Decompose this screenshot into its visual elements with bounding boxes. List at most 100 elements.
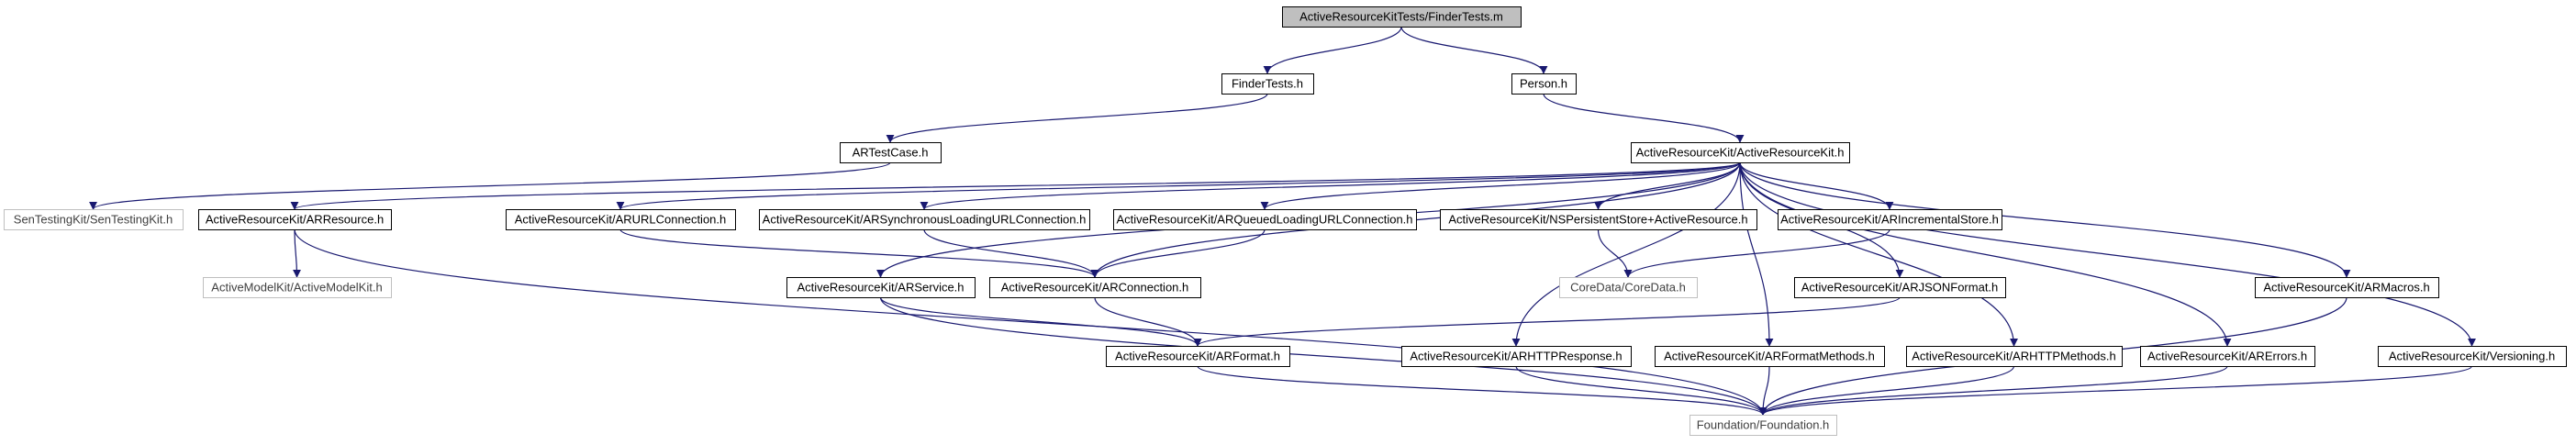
edge-activeresourcekit-to-arerrors [1739,161,2232,347]
node-box [1282,6,1522,28]
node-box [2255,277,2439,298]
node-label: ActiveResourceKit/ARService.h [797,281,964,295]
node-box [1631,142,1850,163]
node-activeresourcekit-armacros-h[interactable]: ActiveResourceKit/ARMacros.h [2255,277,2439,298]
node-label: CoreData/CoreData.h [1570,281,1686,295]
edge-activeresourcekit-to-armacros [1739,161,2351,278]
edge-arservice-to-arformat [879,296,1202,347]
node-box [1689,415,1837,436]
node-label: ActiveResourceKitTests/FinderTests.m [1299,10,1503,24]
node-activeresourcekittests-findertests-m[interactable]: ActiveResourceKitTests/FinderTests.m [1282,6,1522,28]
node-label: ActiveResourceKit/ARSynchronousLoadingUR… [763,213,1087,227]
node-box [1401,346,1632,367]
node-label: ActiveModelKit/ActiveModelKit.h [211,281,382,295]
node-activeresourcekit-activeresourcekit-h[interactable]: ActiveResourceKit/ActiveResourceKit.h [1631,142,1850,163]
node-findertests-h[interactable]: FinderTests.h [1221,73,1314,95]
node-box [1106,346,1290,367]
node-box [506,209,736,230]
edge-artestcase-to-sentestingkit [89,161,891,210]
node-activeresourcekit-arformat-h[interactable]: ActiveResourceKit/ARFormat.h [1106,346,1290,367]
node-activeresourcekit-arurlconnection-h[interactable]: ActiveResourceKit/ARURLConnection.h [506,209,736,230]
node-label: ActiveResourceKit/ActiveResourceKit.h [1636,146,1845,160]
node-box [1655,346,1885,367]
node-label: ActiveResourceKit/NSPersistentStore+Acti… [1448,213,1747,227]
node-activeresourcekit-arjsonformat-h[interactable]: ActiveResourceKit/ARJSONFormat.h [1794,277,2006,298]
node-box [840,142,942,163]
edge-arsyncloading-to-arconnection [923,228,1099,278]
node-box [1113,209,1417,230]
edge-activeresourcekit-to-arurlconnection [616,161,1741,210]
node-label: ActiveResourceKit/ARHTTPMethods.h [1912,350,2116,363]
edge-arqueuedloading-to-arconnection [1090,228,1266,278]
node-activeresourcekit-nspersistentstore-activeresource-h[interactable]: ActiveResourceKit/NSPersistentStore+Acti… [1440,209,1757,230]
node-label: ActiveResourceKit/ARResource.h [206,213,384,227]
node-label: ActiveResourceKit/ARHTTPResponse.h [1410,350,1622,363]
node-label: ActiveResourceKit/ARJSONFormat.h [1801,281,1999,295]
edge-activeresourcekit-to-arqueuedloading [1260,161,1741,210]
node-label: ActiveResourceKit/ARMacros.h [2263,281,2429,295]
node-box [1906,346,2123,367]
node-activeresourcekit-arsynchronousloadingurlconnection-h[interactable]: ActiveResourceKit/ARSynchronousLoadingUR… [759,209,1090,230]
node-box [1440,209,1757,230]
node-label: Person.h [1520,77,1567,91]
node-label: ARTestCase.h [853,146,929,160]
node-label: ActiveResourceKit/ARFormatMethods.h [1664,350,1875,363]
node-person-h[interactable]: Person.h [1511,73,1577,95]
edge-arconnection-to-arformat [1094,296,1202,347]
node-box [203,277,392,298]
edge-versioning-to-foundation [1758,365,2473,416]
node-coredata-coredata-h: CoreData/CoreData.h [1559,277,1698,298]
node-label: ActiveResourceKit/ARURLConnection.h [515,213,727,227]
edges-layer [89,26,2476,416]
node-label: ActiveResourceKit/ARQueuedLoadingURLConn… [1116,213,1412,227]
edge-findertests-to-artestcase [886,93,1268,143]
edge-nspersistentstore-to-coredata [1597,228,1633,278]
node-activemodelkit-activemodelkit-h: ActiveModelKit/ActiveModelKit.h [203,277,392,298]
edge-activeresourcekit-to-arincrementalstore [1739,161,1894,210]
edge-arresource-to-foundation [294,228,1768,416]
edge-arhttpmethods-to-foundation [1758,365,2015,416]
edge-arformat-to-foundation [1197,365,1768,416]
node-activeresourcekit-arservice-h[interactable]: ActiveResourceKit/ARService.h [786,277,976,298]
node-artestcase-h[interactable]: ARTestCase.h [840,142,942,163]
node-activeresourcekit-arqueuedloadingurlconnection-h[interactable]: ActiveResourceKit/ARQueuedLoadingURLConn… [1113,209,1417,230]
node-box [989,277,1201,298]
node-box [198,209,392,230]
node-sentestingkit-sentestingkit-h: SenTestingKit/SenTestingKit.h [4,209,184,230]
edge-arjsonformat-to-arformat [1193,296,1901,347]
node-box [2378,346,2567,367]
node-label: ActiveResourceKit/Versioning.h [2389,350,2555,363]
node-foundation-foundation-h: Foundation/Foundation.h [1689,415,1837,436]
node-activeresourcekit-arerrors-h[interactable]: ActiveResourceKit/ARErrors.h [2140,346,2315,367]
edge-activeresourcekit-to-nspersistentstore [1594,161,1741,210]
node-activeresourcekit-arhttpresponse-h[interactable]: ActiveResourceKit/ARHTTPResponse.h [1401,346,1632,367]
node-label: ActiveResourceKit/ARFormat.h [1115,350,1280,363]
edge-activeresourcekit-to-arhttpresponse [1511,161,1741,347]
node-box [1221,73,1314,95]
node-activeresourcekit-arhttpmethods-h[interactable]: ActiveResourceKit/ARHTTPMethods.h [1906,346,2123,367]
node-box [759,209,1090,230]
edge-person-to-activeresourcekit [1543,93,1745,143]
node-box [1559,277,1698,298]
node-box [1778,209,2002,230]
node-activeresourcekit-arincrementalstore-h[interactable]: ActiveResourceKit/ARIncrementalStore.h [1778,209,2002,230]
node-label: Foundation/Foundation.h [1697,418,1830,432]
node-label: ActiveResourceKit/ARIncrementalStore.h [1780,213,1999,227]
edge-arurlconnection-to-arconnection [619,228,1099,278]
edge-activeresourcekit-to-arhttpmethods [1739,161,2018,347]
node-activeresourcekit-arconnection-h[interactable]: ActiveResourceKit/ARConnection.h [989,277,1201,298]
edge-arservice-to-foundation [879,296,1768,416]
node-label: FinderTests.h [1232,77,1303,91]
node-activeresourcekit-versioning-h[interactable]: ActiveResourceKit/Versioning.h [2378,346,2567,367]
edge-arerrors-to-foundation [1758,365,2228,416]
node-activeresourcekit-arresource-h[interactable]: ActiveResourceKit/ARResource.h [198,209,392,230]
edge-activeresourcekit-to-versioning [1739,161,2476,347]
edge-activeresourcekit-to-arconnection [1090,161,1741,278]
node-box [4,209,184,230]
node-box [2140,346,2315,367]
node-activeresourcekit-arformatmethods-h[interactable]: ActiveResourceKit/ARFormatMethods.h [1655,346,1885,367]
node-box [786,277,976,298]
node-box [1794,277,2006,298]
edge-root-to-person [1400,26,1548,74]
